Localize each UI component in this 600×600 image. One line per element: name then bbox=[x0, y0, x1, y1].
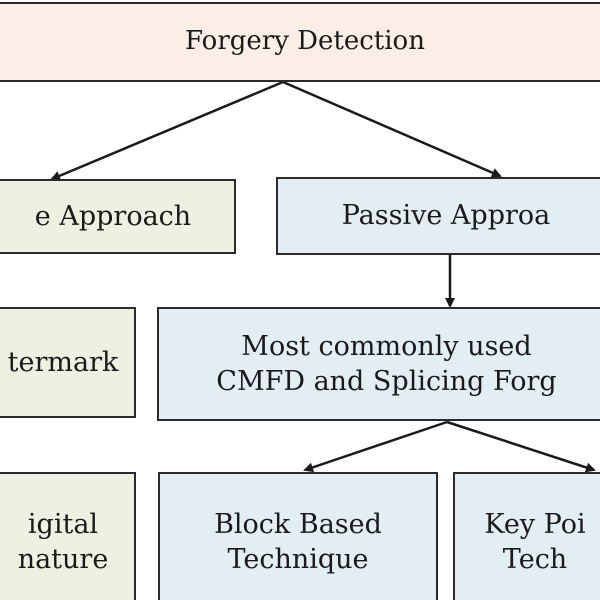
node-watermark-label: termark bbox=[7, 346, 119, 378]
node-passive-approach-label: Passive Approa bbox=[341, 200, 551, 232]
node-active-approach-label: e Approach bbox=[34, 200, 192, 232]
node-block-based-technique: Block Based Technique bbox=[158, 472, 438, 600]
node-passive-approach: Passive Approa bbox=[276, 177, 600, 255]
node-key-point-line2: Tech bbox=[502, 544, 568, 575]
node-block-based-line1: Block Based bbox=[214, 508, 382, 540]
node-key-point-line1: Key Poi bbox=[484, 508, 586, 540]
node-digital-signature-line1: igital bbox=[27, 508, 99, 540]
node-cmfd-splicing-line2: CMFD and Splicing Forg bbox=[216, 366, 557, 397]
arrow-root-to-passive bbox=[282, 80, 502, 178]
arrow-root-to-active bbox=[50, 80, 284, 181]
node-active-approach: e Approach bbox=[0, 179, 236, 254]
node-forgery-detection-label: Forgery Detection bbox=[185, 26, 425, 57]
node-cmfd-splicing: Most commonly used CMFD and Splicing For… bbox=[157, 307, 600, 421]
arrow-cmfd-to-block bbox=[303, 420, 448, 473]
node-watermark: termark bbox=[0, 307, 136, 418]
node-digital-signature-line2: nature bbox=[17, 544, 109, 575]
node-digital-signature: igital nature bbox=[0, 472, 136, 600]
node-block-based-line2: Technique bbox=[227, 544, 369, 575]
node-cmfd-splicing-line1: Most commonly used bbox=[241, 330, 532, 362]
node-key-point-technique: Key Poi Tech bbox=[453, 472, 600, 600]
node-forgery-detection: Forgery Detection bbox=[0, 2, 600, 82]
arrow-cmfd-to-keypoint bbox=[446, 420, 596, 473]
